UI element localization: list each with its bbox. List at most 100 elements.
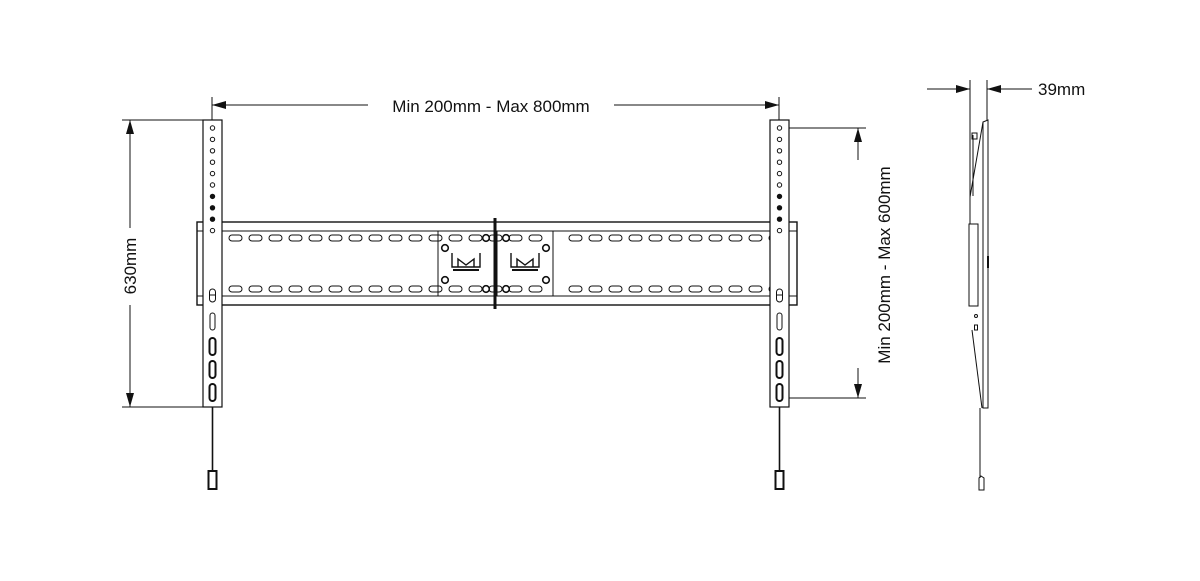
mounting-hole bbox=[209, 125, 216, 131]
center-plate-right bbox=[496, 230, 554, 297]
bolt-icon bbox=[481, 284, 491, 294]
rail-slot bbox=[508, 234, 523, 242]
upright-slot bbox=[208, 360, 217, 379]
width-dimension-label: Min 200mm - Max 800mm bbox=[392, 97, 589, 116]
vesa-vertical-label: Min 200mm - Max 600mm bbox=[875, 166, 894, 363]
rail-slot bbox=[528, 285, 543, 293]
upright-slot bbox=[208, 337, 217, 356]
rail-slot bbox=[508, 285, 523, 293]
upright-slot bbox=[775, 337, 784, 356]
upright-slot bbox=[775, 383, 784, 402]
bolt-icon bbox=[541, 243, 551, 253]
mounting-hole bbox=[209, 148, 216, 154]
height-dimension-label: 630mm bbox=[121, 238, 140, 295]
brand-logo-icon bbox=[510, 253, 540, 268]
cord-pull-tab bbox=[207, 470, 218, 490]
rail-slot bbox=[708, 234, 723, 242]
rail-slot bbox=[688, 285, 703, 293]
mounting-hole bbox=[209, 216, 216, 222]
mounting-hole bbox=[209, 193, 216, 200]
rail-slot bbox=[248, 285, 263, 293]
mounting-hole bbox=[209, 170, 216, 177]
rail-slot bbox=[308, 285, 323, 293]
rail-slot bbox=[388, 234, 403, 242]
rail-slot bbox=[608, 234, 623, 242]
rail-slot bbox=[248, 234, 263, 242]
horizontal-rail bbox=[196, 218, 798, 309]
rail-slot bbox=[448, 285, 463, 293]
rail-slot bbox=[588, 285, 603, 293]
mounting-hole bbox=[776, 148, 783, 154]
rail-slot bbox=[688, 234, 703, 242]
mounting-hole bbox=[776, 125, 783, 131]
rail-slot bbox=[268, 234, 283, 242]
mounting-hole bbox=[209, 182, 216, 188]
center-plate-left bbox=[437, 230, 495, 297]
depth-dimension-label: 39mm bbox=[1038, 80, 1085, 99]
rail-slot bbox=[308, 234, 323, 242]
depth-dimension: 39mm bbox=[927, 80, 1085, 125]
rail-slot bbox=[348, 285, 363, 293]
upright-slot bbox=[775, 360, 784, 379]
brand-logo-icon bbox=[451, 253, 481, 268]
bolt-icon bbox=[440, 275, 450, 285]
bolt-icon bbox=[501, 284, 511, 294]
rail-slot bbox=[368, 234, 383, 242]
bolt-icon bbox=[501, 233, 511, 243]
rail-slot bbox=[468, 234, 483, 242]
rail-slot bbox=[368, 285, 383, 293]
upright-slot bbox=[209, 312, 216, 331]
rail-slot bbox=[428, 285, 443, 293]
rail-slot bbox=[228, 234, 243, 242]
rail-slot bbox=[628, 285, 643, 293]
mounting-hole bbox=[776, 170, 783, 177]
brand-logo-text bbox=[453, 269, 479, 271]
rail-slot bbox=[428, 234, 443, 242]
rail-slot bbox=[568, 234, 583, 242]
height-dimension: 630mm bbox=[121, 119, 203, 408]
rail-slot bbox=[408, 234, 423, 242]
cord-pull-tab bbox=[774, 470, 785, 490]
rail-slot bbox=[528, 234, 543, 242]
rail-slot bbox=[568, 285, 583, 293]
rail-slot bbox=[268, 285, 283, 293]
vertical-upright bbox=[202, 119, 223, 490]
mounting-hole bbox=[209, 227, 216, 234]
upright-slot bbox=[776, 312, 783, 331]
mounting-hole bbox=[209, 205, 216, 211]
rail-slot bbox=[588, 234, 603, 242]
vertical-upright bbox=[769, 119, 790, 490]
rail-slot bbox=[328, 285, 343, 293]
rail-slot bbox=[648, 234, 663, 242]
mounting-hole bbox=[776, 159, 783, 165]
rail-slot bbox=[608, 285, 623, 293]
upright-slot bbox=[208, 383, 217, 402]
rail-slot bbox=[628, 234, 643, 242]
side-view-profile bbox=[968, 119, 989, 491]
rail-slot bbox=[448, 234, 463, 242]
rail-slot bbox=[228, 285, 243, 293]
rail-slot bbox=[748, 285, 763, 293]
rail-slot bbox=[668, 285, 683, 293]
rail-slot bbox=[668, 234, 683, 242]
bolt-icon bbox=[440, 243, 450, 253]
mounting-hole bbox=[776, 205, 783, 211]
mounting-hole bbox=[776, 136, 783, 143]
bolt-icon bbox=[541, 275, 551, 285]
rail-slot bbox=[388, 285, 403, 293]
rail-slot bbox=[708, 285, 723, 293]
rail-slot bbox=[728, 234, 743, 242]
mounting-hole bbox=[209, 136, 216, 143]
mounting-hole bbox=[209, 159, 216, 165]
rail-slot bbox=[408, 285, 423, 293]
rail-slot bbox=[288, 285, 303, 293]
rail-slot bbox=[468, 285, 483, 293]
mounting-hole bbox=[776, 193, 783, 200]
brand-logo-text bbox=[512, 269, 538, 271]
rail-slot bbox=[728, 285, 743, 293]
mounting-hole bbox=[776, 182, 783, 188]
bolt-icon bbox=[481, 233, 491, 243]
vesa-vertical-dimension: Min 200mm - Max 600mm bbox=[782, 127, 894, 399]
rail-slot bbox=[328, 234, 343, 242]
